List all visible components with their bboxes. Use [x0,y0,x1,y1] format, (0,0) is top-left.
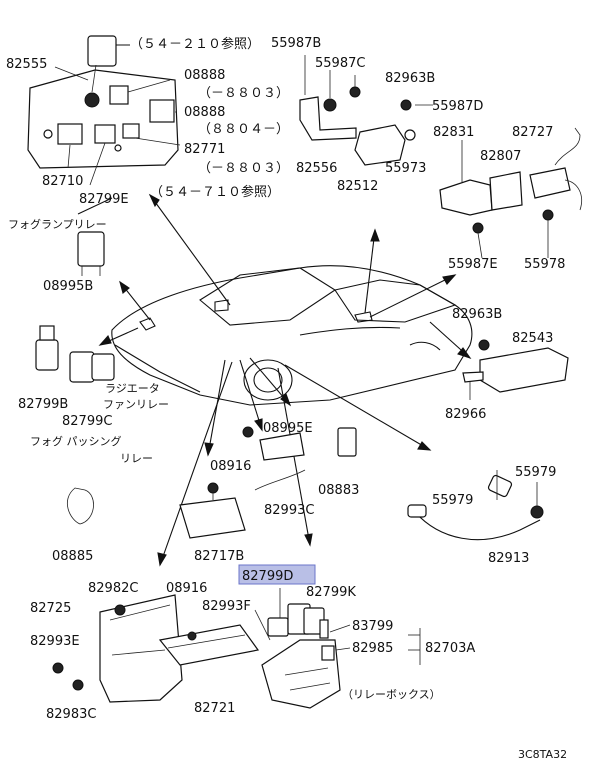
ecu-bracket-assembly [299,55,433,166]
label-radiator-2: ファンリレー [103,398,169,411]
part-82721[interactable]: 82721 [194,701,235,716]
part-08995B[interactable]: 08995B [43,279,93,294]
part-08888-a[interactable]: 08888 [184,68,225,83]
part-55979-a[interactable]: 55979 [515,465,556,480]
part-82807[interactable]: 82807 [480,149,521,164]
top-right-module-assembly [439,127,582,259]
part-82727[interactable]: 82727 [512,125,553,140]
part-82799C[interactable]: 82799C [62,414,112,429]
part-08916-b[interactable]: 08916 [166,581,207,596]
bottom-left-brackets [52,594,260,703]
part-82963B-top[interactable]: 82963B [385,71,435,86]
label-radiator-1: ラジエータ [105,382,160,395]
part-82993C[interactable]: 82993C [264,503,314,518]
part-82963B-mid[interactable]: 82963B [452,307,502,322]
part-55987D[interactable]: 55987D [432,99,483,114]
part-55987C[interactable]: 55987C [315,56,365,71]
part-08916-a[interactable]: 08916 [210,459,251,474]
center-parts [66,426,357,539]
part-55978[interactable]: 55978 [524,257,565,272]
part-82725[interactable]: 82725 [30,601,71,616]
part-82993F[interactable]: 82993F [202,599,251,614]
part-08883[interactable]: 08883 [318,483,359,498]
part-82512[interactable]: 82512 [337,179,378,194]
labels: （５４－２１０参照） 55987B 82555 55987C 08888 829… [6,36,567,761]
relay-box-assembly [254,588,421,709]
label-relay-box: （リレーボックス） [342,688,441,701]
part-55987E[interactable]: 55987E [448,257,498,272]
part-82799E[interactable]: 82799E [79,192,129,207]
ref-54-210: （５４－２１０参照） [130,36,260,52]
selected-part-highlight [238,564,316,585]
left-relays [35,231,115,383]
part-55979-b[interactable]: 55979 [432,493,473,508]
date-note-2: （８８０４－） [198,122,289,137]
label-fog-passing-2: リレー [120,452,153,465]
part-55973[interactable]: 55973 [385,161,426,176]
part-82710[interactable]: 82710 [42,174,83,189]
part-82799K[interactable]: 82799K [306,585,356,600]
part-82771[interactable]: 82771 [184,142,225,157]
part-08888-b[interactable]: 08888 [184,105,225,120]
right-control-unit [462,339,569,400]
part-82556[interactable]: 82556 [296,161,337,176]
part-82993E[interactable]: 82993E [30,634,80,649]
part-82913[interactable]: 82913 [488,551,529,566]
sensor-harness [407,470,544,541]
part-82982C[interactable]: 82982C [88,581,138,596]
part-82717B[interactable]: 82717B [194,549,244,564]
date-note-1: （－８８０３） [198,86,289,101]
part-82799B[interactable]: 82799B [18,397,68,412]
relay-bracket-assembly [27,35,181,186]
part-82966[interactable]: 82966 [445,407,486,422]
part-08885[interactable]: 08885 [52,549,93,564]
part-82543[interactable]: 82543 [512,331,553,346]
part-82555[interactable]: 82555 [6,57,47,72]
part-82703A[interactable]: 82703A [425,641,475,656]
part-08995E[interactable]: 08995E [263,421,313,436]
diagram-id: 3C8TA32 [518,748,567,761]
part-82799D[interactable]: 82799D [242,569,293,584]
date-note-3: （－８８０３） [198,161,289,176]
ref-54-710: （５４－７１０参照） [150,184,280,200]
part-82831[interactable]: 82831 [433,125,474,140]
part-55987B[interactable]: 55987B [271,36,321,51]
leader-lines [77,44,472,567]
part-82985[interactable]: 82985 [352,641,393,656]
label-fog-passing-1: フォグ パッシング [30,434,122,448]
car-outline [111,265,473,406]
part-83799[interactable]: 83799 [352,619,393,634]
part-82983C[interactable]: 82983C [46,707,96,722]
label-fog-lamp-relay: フォグランプリレー [8,217,107,231]
